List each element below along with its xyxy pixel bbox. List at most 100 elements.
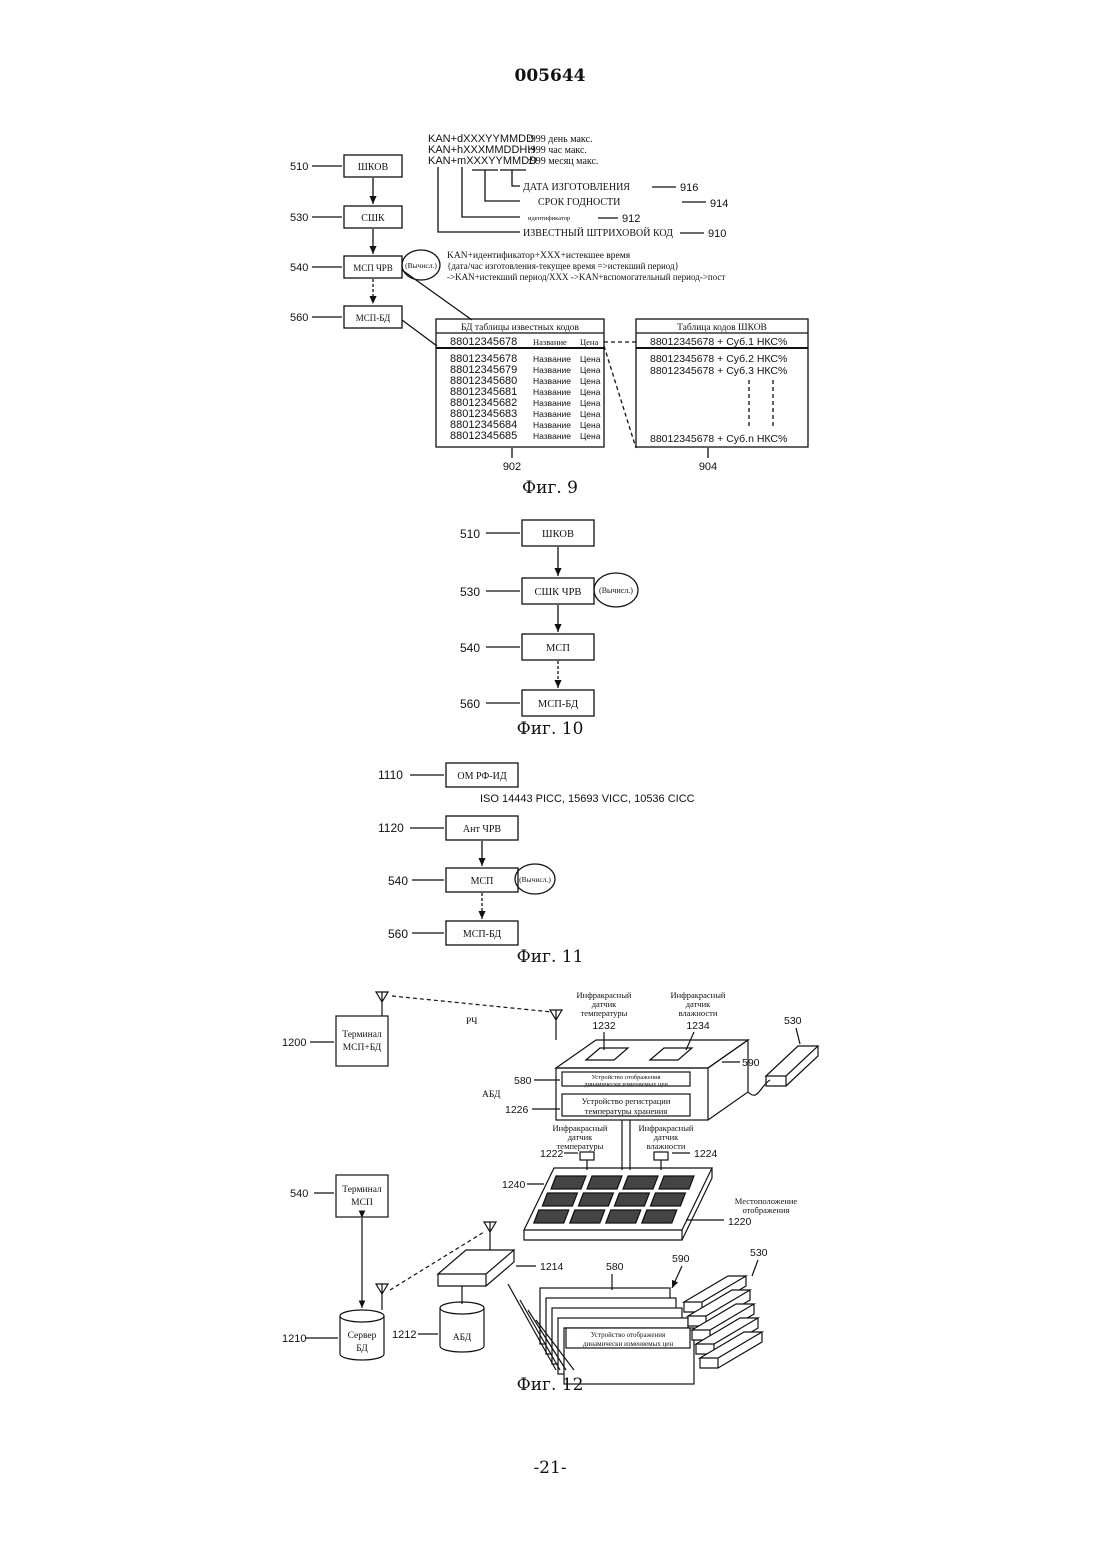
fig11: ОМ РФ-ИД 1110 ISO 14443 PICC, 15693 VICC… — [378, 763, 695, 945]
fig12-tray-cell — [650, 1193, 685, 1206]
fig12-tray-cell — [551, 1176, 586, 1189]
fig12-box-top — [556, 1040, 748, 1068]
fig9-box-540-label: МСП ЧРВ — [353, 263, 393, 273]
fig10-ref-540: 540 — [460, 641, 480, 655]
fig9-bracket-912 — [462, 167, 520, 217]
fig12-ref-590-top: 590 — [742, 1057, 760, 1069]
fig12-sensor-t-low-l3: температуры — [557, 1141, 604, 1151]
fig9-table2-row-2: 88012345678 + Суб.3 НКС% — [650, 365, 787, 377]
fig9-table1-row-3-name: Название — [533, 376, 571, 386]
fig9-table1-row-4-name: Название — [533, 387, 571, 397]
fig12-sensor-h-top-l3: влажности — [679, 1008, 718, 1018]
fig11-box-540-label: МСП — [471, 876, 494, 887]
fig12-antenna-router-icon — [484, 1222, 496, 1250]
fig12-bar-530 — [766, 1046, 818, 1086]
fig12-sensor-t-top-l3: температуры — [581, 1008, 628, 1018]
fig12-antenna-server-icon — [376, 1284, 388, 1310]
fig9-ref-910: 910 — [708, 228, 726, 240]
fig12-sensor-1222-icon — [580, 1152, 594, 1160]
fig10: ШКОВ 510 СШК ЧРВ 530 МСП 540 МСП-БД 560 … — [460, 520, 638, 716]
fig12-terminal-540-line1: Терминал — [342, 1185, 382, 1195]
fig12-tray-cell — [578, 1193, 613, 1206]
fig9-table1-row-5-price: Цена — [580, 398, 601, 408]
fig12-sensor-pad-temp — [586, 1048, 628, 1060]
fig10-calc-label: (Вычисл.) — [599, 586, 633, 595]
fig9-legend-912: идентификатор — [528, 215, 570, 222]
fig9-table1-row-7-name: Название — [533, 420, 571, 430]
fig9-box-510-label: ШКОВ — [358, 162, 389, 173]
fig12-ref-1214: 1214 — [540, 1261, 564, 1273]
fig9-ref-510: 510 — [290, 161, 308, 173]
fig9-table1-row-2-price: Цена — [580, 365, 601, 375]
fig12-terminal-540-line2: МСП — [351, 1198, 373, 1208]
fig12-ref-1200: 1200 — [282, 1037, 306, 1049]
page-footer-number: -21- — [0, 1458, 1100, 1478]
fig9-note-2: {дата/час изготовления-текущее время =>и… — [447, 261, 679, 271]
fig12-caption: Фиг. 12 — [450, 1375, 650, 1395]
fig12-tray-cell — [642, 1210, 677, 1223]
fig12-ref-1240: 1240 — [502, 1179, 526, 1191]
fig10-ref-530: 530 — [460, 585, 480, 599]
fig12-display-device-l1: Устройство отображения — [591, 1074, 660, 1081]
fig12-tray-cell — [534, 1210, 569, 1223]
fig9-ref-902: 902 — [503, 461, 521, 473]
fig12-terminal-540 — [336, 1175, 388, 1217]
fig12-antenna-box-icon — [550, 1010, 562, 1040]
fig12-tray-cell — [542, 1193, 577, 1206]
fig9-table1-row-7-price: Цена — [580, 420, 601, 430]
fig12-tray-cell — [659, 1176, 694, 1189]
fig9-table1-rows: 88012345678НазваниеЦена88012345679Назван… — [450, 353, 601, 442]
fig11-ref-1120: 1120 — [378, 821, 404, 835]
fig12-ref-1234: 1234 — [686, 1020, 710, 1032]
fig12-stack-display-l2: динамически изменяемых цен — [583, 1340, 673, 1348]
fig11-box-1110-label: ОМ РФ-ИД — [457, 771, 506, 782]
fig9-ref-530: 530 — [290, 212, 308, 224]
fig9-box-530-label: СШК — [361, 213, 385, 224]
fig12-antenna-terminal-icon — [376, 992, 388, 1016]
fig9-caption: Фиг. 9 — [450, 478, 650, 498]
fig10-caption: Фиг. 10 — [450, 719, 650, 739]
fig11-ref-540: 540 — [388, 874, 408, 888]
fig12-tray-cells — [534, 1176, 694, 1223]
fig12-ref-1210: 1210 — [282, 1333, 306, 1345]
fig12-ref-530-low: 530 — [750, 1247, 768, 1259]
fig9-table1-row-1-price: Цена — [580, 354, 601, 364]
fig9-table1-row-3-price: Цена — [580, 376, 601, 386]
fig12-stack-display-l1: Устройство отображения — [591, 1331, 666, 1339]
fig12-tray-cell — [623, 1176, 658, 1189]
fig12-ref-1212: 1212 — [392, 1329, 416, 1341]
fig9-ref-912: 912 — [622, 213, 640, 225]
fig9-format-1-desc: :999 день макс. — [528, 134, 592, 145]
fig12-ref-580-top: 580 — [514, 1075, 532, 1087]
fig12-server-l1: Сервер — [348, 1331, 377, 1341]
fig12-ref-1222: 1222 — [540, 1148, 564, 1160]
fig12-temp-recorder-l1: Устройство регистрации — [582, 1096, 671, 1106]
fig9-bracket-910 — [438, 167, 520, 232]
fig9-table1-row-2-name: Название — [533, 365, 571, 375]
fig12-ref-1224: 1224 — [694, 1148, 718, 1160]
fig9-table1-row-8-price: Цена — [580, 431, 601, 441]
fig9-table1-row-8-code: 88012345685 — [450, 430, 517, 442]
fig12-server-l2: БД — [356, 1344, 368, 1354]
fig9-box-560-label: МСП-БД — [356, 313, 390, 323]
fig9-table1-row-1-name: Название — [533, 354, 571, 364]
fig9-table1-row-6-price: Цена — [580, 409, 601, 419]
fig10-box-540-label: МСП — [546, 643, 570, 654]
fig11-caption: Фиг. 11 — [450, 947, 650, 967]
fig12-tray-cell — [587, 1176, 622, 1189]
fig12-terminal-1200-line2: МСП+БД — [343, 1043, 382, 1053]
fig12-tray-cell — [614, 1193, 649, 1206]
fig11-ref-1110: 1110 — [378, 768, 403, 782]
fig12-tray-cell — [606, 1210, 641, 1223]
fig11-ref-560: 560 — [388, 927, 408, 941]
fig12-display-device-l2: динамически изменяемых цен — [584, 1081, 668, 1088]
fig9-table1-hl-name: Название — [533, 337, 567, 347]
fig12-sensor-1224-icon — [654, 1152, 668, 1160]
fig9-note-1: KAN+идентификатор+XXX+истекшее время — [447, 250, 631, 261]
fig10-box-530-label: СШК ЧРВ — [535, 587, 582, 598]
fig11-standards: ISO 14443 PICC, 15693 VICC, 10536 CICC — [480, 793, 695, 805]
fig12-ref-1226: 1226 — [505, 1104, 529, 1116]
fig12-ref-590-low: 590 — [672, 1253, 690, 1265]
fig12-box-side — [708, 1040, 748, 1120]
